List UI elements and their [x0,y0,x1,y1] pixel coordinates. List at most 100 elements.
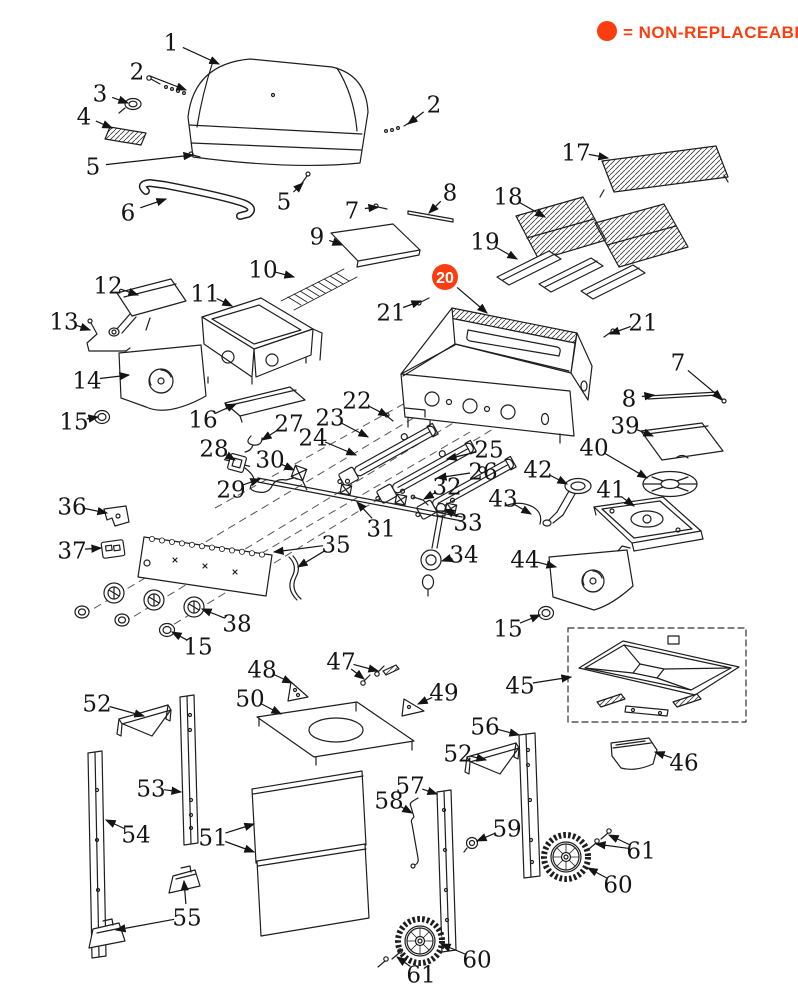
leader-line-58 [400,804,414,814]
part-right-end-panel-drawing [548,545,634,611]
leader-line-13 [76,322,92,331]
part-burner-tube-3 [415,455,517,520]
leader-line-11 [216,298,234,307]
part-wheel-60-lower [395,916,445,966]
part-label-57: 57 [395,773,424,799]
part-regulator-drawing [420,549,442,597]
leader-line-44 [537,560,558,569]
leader-line-31 [356,501,373,519]
leader-line-55 [180,879,189,905]
part-rod-8-top [407,210,454,223]
leader-line-29 [243,478,262,487]
part-label-8: 8 [443,180,458,206]
part-label-28: 28 [199,436,228,462]
part-wire-43-drawing [504,502,542,525]
part-label-46: 46 [669,750,698,776]
part-label-15: 15 [183,634,212,660]
part-screws-47-drawing [360,664,400,686]
leader-line-35 [272,545,324,555]
assembly-guides [82,395,507,632]
part-label-12: 12 [93,273,122,299]
part-valve-33-drawing [431,502,447,549]
leader-line-14 [99,371,131,381]
leader-line-12 [120,287,140,296]
leader-line-4 [95,120,114,129]
leader-line-48 [273,673,294,684]
leader-line-8 [428,200,442,214]
part-label-27: 27 [274,411,303,437]
leader-line-45 [532,674,573,684]
leader-line-8 [641,392,656,401]
part-label-3: 3 [93,81,108,107]
part-label-5: 5 [86,154,101,180]
part-side-shelf-panel-drawing [330,223,421,268]
part-label-10: 10 [248,257,277,283]
part-label-16: 16 [188,407,217,433]
leader-line-10 [275,270,296,279]
part-leg-54-drawing [87,750,107,959]
part-lid-drawing [187,58,369,167]
part-label-20: 20 [436,270,454,287]
part-label-55: 55 [172,905,201,931]
leader-line-55 [114,918,175,933]
leader-line-17 [588,152,610,161]
part-label-58: 58 [374,788,403,814]
part-label-14: 14 [72,368,101,394]
part-label-47: 47 [326,649,355,675]
part-label-4: 4 [77,104,92,130]
part-label-21: 21 [628,310,657,336]
part-label-35: 35 [321,532,350,558]
part-side-burner-box-drawing [201,297,323,385]
part-screw-5-right [301,171,311,184]
leader-line-2 [407,111,425,125]
part-label-33: 33 [453,510,482,536]
legend: = NON-REPLACEABLE [597,21,798,42]
part-bracket-48-drawing [287,681,309,702]
part-leg-53-drawing [179,694,199,846]
leader-line-21 [402,300,423,309]
leader-line-22 [368,405,390,417]
part-label-21: 21 [376,300,405,326]
part-wheel-60-upper [541,832,591,882]
leader-line-46 [653,751,672,760]
part-label-52: 52 [82,691,111,717]
part-knob-bezels-drawing [74,582,205,627]
part-leg-57-drawing [436,789,457,953]
part-label-49: 49 [429,680,458,706]
part-label-51: 51 [198,825,227,851]
leader-line-30 [281,462,296,471]
part-warming-rack-drawing [599,145,729,198]
part-grease-tray-assembly-drawing [567,627,747,723]
leader-line-61 [396,956,411,967]
part-label-50: 50 [235,686,264,712]
part-label-22: 22 [342,388,371,414]
leader-line-52 [470,753,488,762]
part-burner-grate-ring-drawing [642,470,698,498]
leader-line-52 [109,705,146,718]
part-side-burner-lid-drawing [640,422,724,461]
part-screw-7-top [373,203,388,210]
part-label-31: 31 [366,516,395,542]
parts-layer [74,58,747,968]
part-label-39: 39 [610,413,639,439]
part-screw-22 [384,412,394,422]
leader-line-40 [604,453,649,479]
part-label-25: 25 [474,437,503,463]
leader-line-51 [224,840,256,853]
leader-line-34 [440,554,453,563]
leader-line-47 [353,663,380,673]
part-bracket-36-drawing [103,505,130,527]
leader-line-42 [549,474,569,485]
part-hub-cap-59-drawing [463,836,479,853]
part-burner-tube-1 [337,422,439,487]
leader-line-50 [261,703,283,715]
part-label-19: 19 [470,229,499,255]
part-label-60: 60 [462,947,491,973]
part-label-24: 24 [298,425,327,451]
leader-line-15 [86,414,100,423]
leader-line-27 [260,429,279,441]
leader-line-36 [84,506,109,516]
